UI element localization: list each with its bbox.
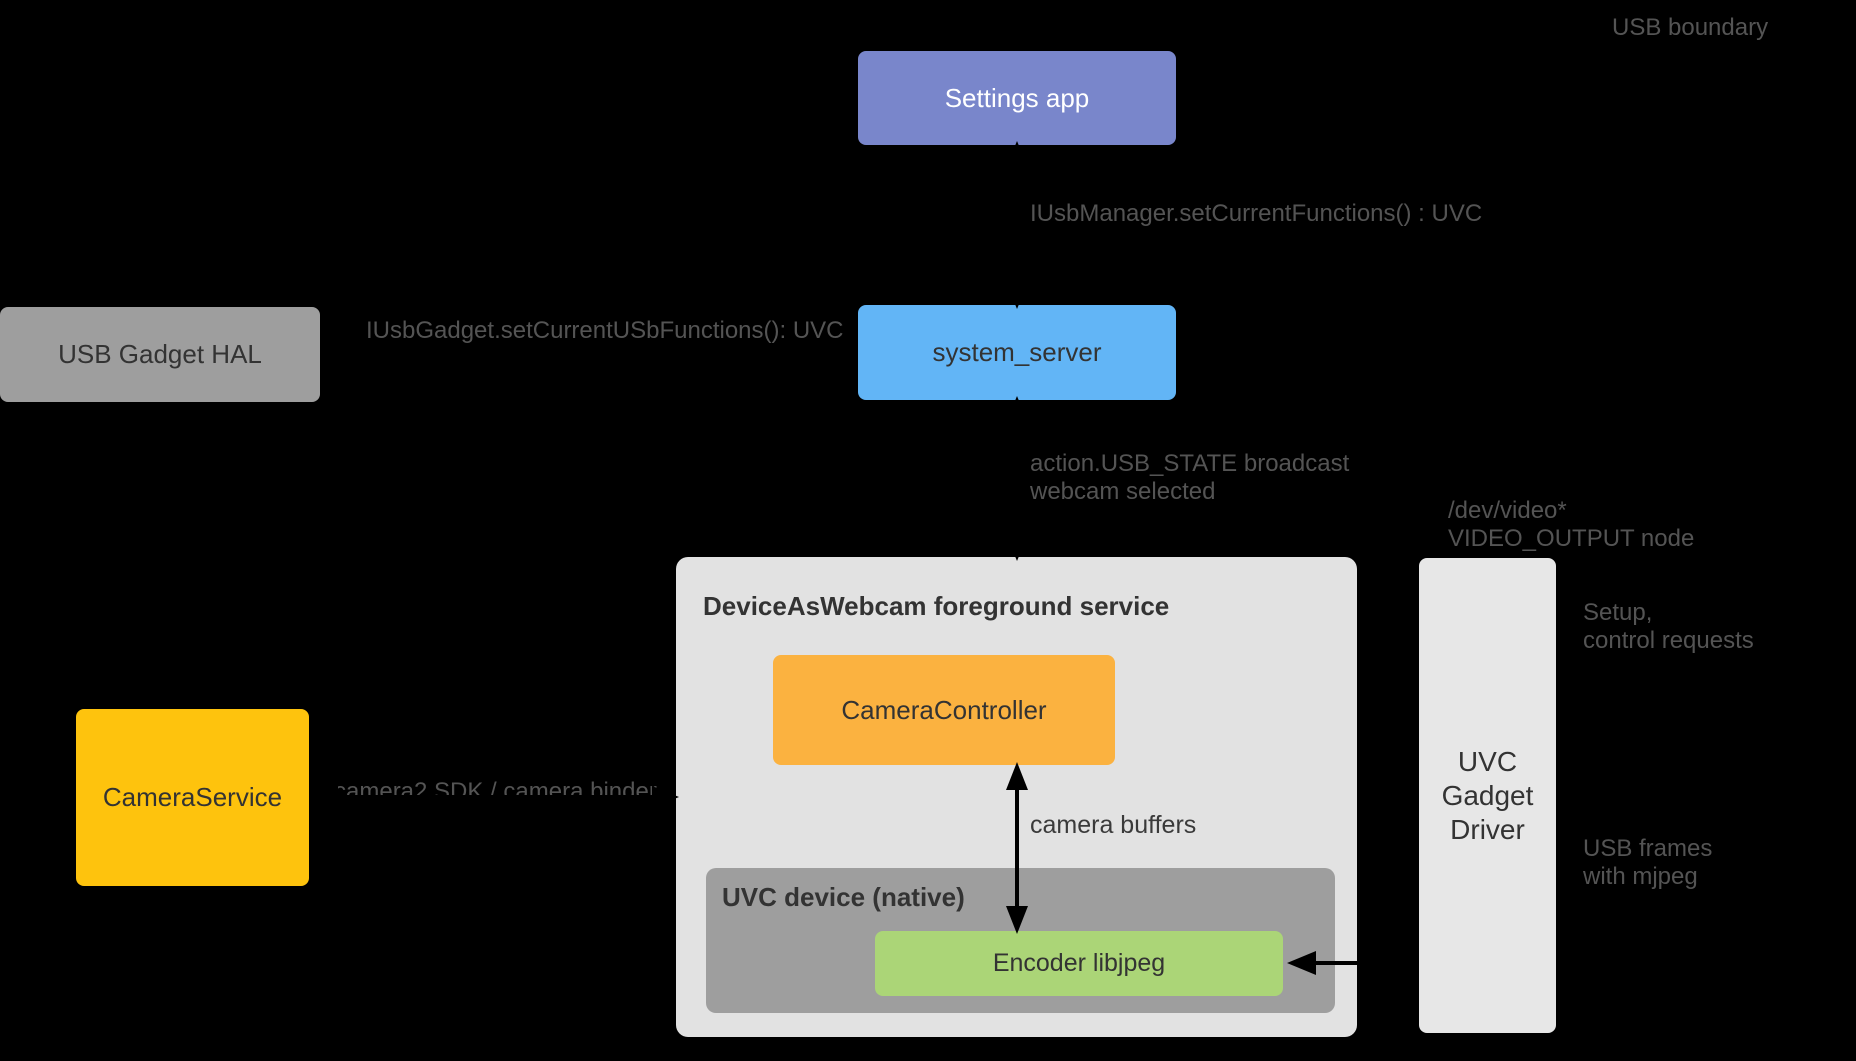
node-system-server: system_server bbox=[858, 305, 1176, 400]
label-setup-control-requests: Setup, control requests bbox=[1583, 599, 1754, 654]
node-uvc-gadget-driver: UVC Gadget Driver bbox=[1419, 558, 1556, 1033]
container-deviceaswebcam-title: DeviceAsWebcam foreground service bbox=[703, 591, 1170, 621]
node-camera-controller: CameraController bbox=[773, 655, 1115, 765]
label-camera2-sdk-binder: camera2 SDK / camera binder bbox=[334, 778, 657, 805]
node-usb-gadget-hal: USB Gadget HAL bbox=[0, 307, 320, 402]
label-usb-frames-mjpeg: USB frames with mjpeg bbox=[1583, 835, 1713, 890]
node-encoder-libjpeg: Encoder libjpeg bbox=[875, 931, 1283, 996]
node-settings-app: Settings app bbox=[858, 51, 1176, 145]
label-dev-video-node: /dev/video* VIDEO_OUTPUT node bbox=[1448, 497, 1695, 552]
arrow-systemserver-service bbox=[1006, 396, 1028, 561]
node-camera-service: CameraService bbox=[76, 709, 309, 886]
label-usb-boundary: USB boundary bbox=[1612, 14, 1769, 41]
container-uvc-device-title: UVC device (native) bbox=[722, 882, 965, 912]
arrow-settings-systemserver bbox=[1006, 141, 1028, 309]
label-action-usb-state: action.USB_STATE broadcast webcam select… bbox=[1030, 450, 1350, 505]
label-iusbgadget-setcurrentusbfunctions: IUsbGadget.setCurrentUSbFunctions(): UVC bbox=[366, 317, 844, 344]
arrow-systemserver-hal bbox=[325, 342, 850, 364]
label-camera-buffers: camera buffers bbox=[1030, 811, 1197, 839]
label-iusbmanager-setcurrentfunctions: IUsbManager.setCurrentFunctions() : UVC bbox=[1030, 200, 1483, 227]
